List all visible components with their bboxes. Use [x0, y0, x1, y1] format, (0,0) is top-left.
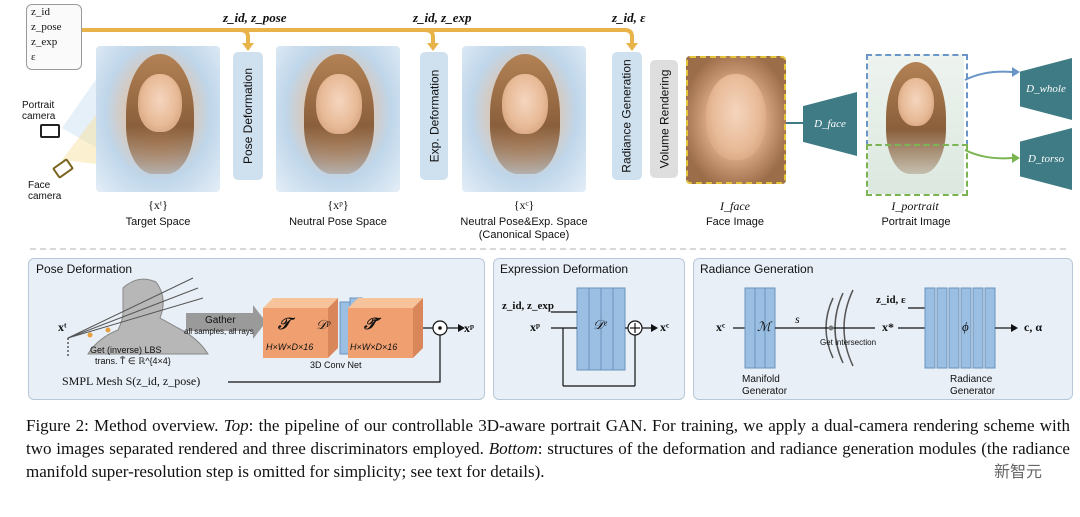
- face-image-label: Face Image: [705, 216, 765, 228]
- volume-2-symbol: 𝒯̄: [364, 316, 377, 333]
- pose-input-symbol: xᵗ: [58, 320, 67, 334]
- pose-output-symbol: xᵖ: [464, 321, 474, 335]
- caption-part-1: : the pipeline of our controllable 3D-aw…: [26, 416, 1070, 458]
- gather-label-2: all samples, all rays: [184, 327, 254, 336]
- exp-latent: z_id, z_exp: [502, 300, 554, 312]
- caption-part-2: : structures of the deformation and radi…: [26, 439, 1070, 481]
- lbs-label-2: trans. T̄ ∈ ℝ^{4×4}: [95, 356, 171, 366]
- face-image: [686, 56, 786, 184]
- portrait-image-label: Portrait Image: [881, 216, 951, 228]
- radiance-panel-diagram: [733, 287, 1018, 369]
- manifold-label-2: Generator: [742, 386, 788, 397]
- pose-deformation-module: Pose Deformation: [233, 52, 263, 180]
- conv-net-label: 3D Conv Net: [310, 360, 362, 370]
- radiance-panel-title: Radiance Generation: [700, 262, 814, 276]
- volume-1-symbol: 𝒯: [278, 316, 291, 333]
- pose-net-symbol: 𝒟ᵖ: [316, 317, 331, 332]
- caption-top-word: Top: [223, 416, 249, 435]
- face-image-symbol: I_face: [720, 199, 750, 213]
- pose-panel-diagram: [67, 277, 465, 383]
- latent-legend-item: z_exp: [31, 36, 58, 48]
- latent-legend-item: z_id: [31, 6, 50, 18]
- volume-rendering-module: Volume Rendering: [650, 60, 678, 178]
- exp-panel-title: Expression Deformation: [500, 262, 629, 276]
- portrait-image: [868, 54, 964, 194]
- caption-bottom-word: Bottom: [488, 439, 538, 458]
- radiance-input-symbol: xᶜ: [716, 320, 726, 334]
- caption-lead: Figure 2: Method overview.: [26, 416, 224, 435]
- latent-legend-item: ε: [31, 51, 36, 63]
- exp-output-symbol: xᶜ: [660, 320, 670, 334]
- pose-panel-title: Pose Deformation: [36, 262, 133, 276]
- portrait-image-symbol: I_portrait: [891, 199, 939, 213]
- volume-1-size: H×W×D×16: [266, 342, 314, 352]
- target-space-label: Target Space: [125, 216, 191, 228]
- s-symbol: s: [795, 312, 800, 326]
- exp-input-symbol: xᵖ: [530, 320, 540, 334]
- manifold-label-1: Manifold: [742, 374, 780, 385]
- lbs-label-1: Get (inverse) LBS: [90, 345, 162, 355]
- radiance-net-label-2: Generator: [950, 386, 996, 397]
- latent-legend: z_id z_pose z_exp ε: [26, 4, 82, 70]
- neutral-pose-render: [276, 46, 400, 192]
- neutral-pose-label: Neutral Pose Space: [289, 216, 387, 228]
- target-space-symbol: {xᵗ}: [148, 198, 168, 212]
- radiance-generation-module: Radiance Generation: [612, 52, 642, 180]
- point-symbol: x*: [882, 320, 894, 334]
- radiance-output-symbol: c, α: [1024, 320, 1043, 334]
- latent-legend-item: z_pose: [31, 21, 62, 33]
- pose-latent-label: z_id, z_pose: [223, 10, 287, 25]
- neutral-pose-symbol: {xᵖ}: [327, 198, 349, 212]
- camera-icon: [40, 124, 60, 138]
- canonical-space-symbol: {xᶜ}: [513, 198, 535, 212]
- exp-net-symbol: 𝒟ᵉ: [593, 317, 607, 332]
- torso-crop-box: [866, 144, 968, 196]
- canonical-space-render: [462, 46, 586, 192]
- exp-deformation-module: Exp. Deformation: [420, 52, 448, 180]
- gather-label-1: Gather: [205, 315, 236, 326]
- intersection-label: Get intersection: [820, 338, 877, 347]
- exp-latent-label: z_id, z_exp: [413, 10, 472, 25]
- smpl-mesh-label: SMPL Mesh S(z_id, z_pose): [62, 374, 201, 388]
- manifold-symbol: ℳ: [757, 319, 771, 334]
- volume-2-size: H×W×D×16: [350, 342, 398, 352]
- target-space-render: [96, 46, 220, 192]
- watermark: 新智元: [990, 458, 1047, 482]
- radiance-latent: z_id, ε: [876, 294, 906, 306]
- exp-panel-diagram: [551, 287, 658, 387]
- radiance-net-label-1: Radiance: [950, 374, 993, 385]
- canonical-space-label-2: (Canonical Space): [478, 229, 570, 241]
- radiance-net-symbol: ϕ: [962, 319, 969, 334]
- figure-caption: Figure 2: Method overview. Top: the pipe…: [26, 414, 1070, 483]
- canonical-space-label-1: Neutral Pose&Exp. Space: [460, 216, 588, 228]
- whole-crop-box: [866, 54, 968, 146]
- radiance-latent-label: z_id, ε: [612, 10, 646, 25]
